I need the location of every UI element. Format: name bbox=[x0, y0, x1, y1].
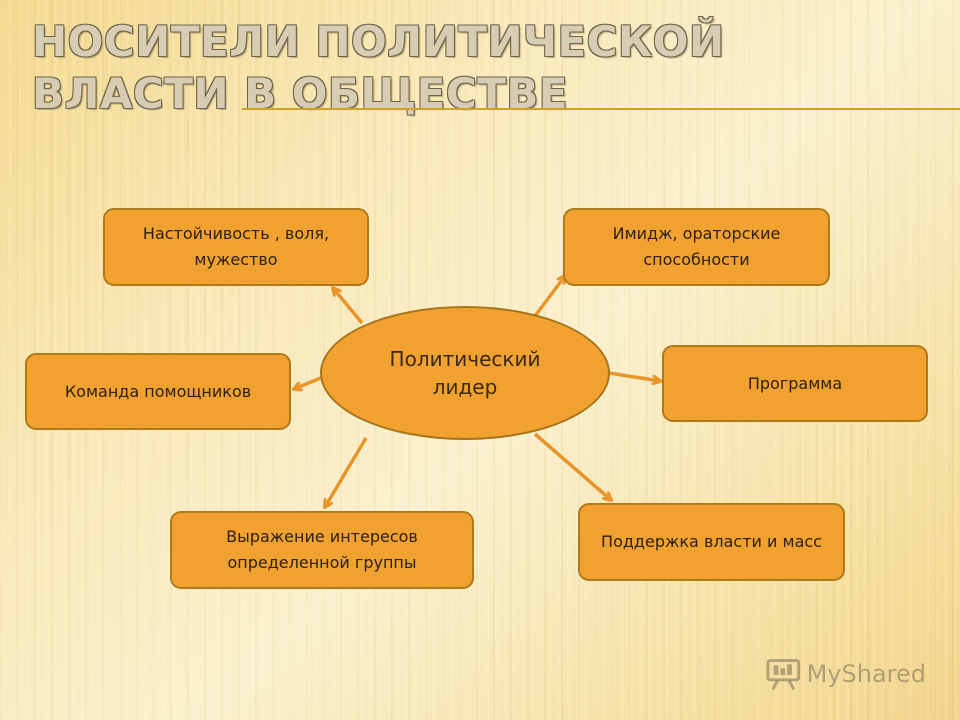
center-node-political-leader: Политический лидер bbox=[320, 306, 610, 440]
arrow-to-team bbox=[294, 375, 324, 389]
slide-title: НОСИТЕЛИ ПОЛИТИЧЕСКОЙ ВЛАСТИ В ОБЩЕСТВЕ bbox=[32, 17, 725, 118]
node-label-team: Команда помощников bbox=[64, 381, 252, 401]
arrow-to-image bbox=[533, 276, 565, 318]
node-label-interest: Выражение интересов определенной группы bbox=[226, 527, 418, 572]
arrow-to-program bbox=[608, 371, 660, 381]
node-program: Программа bbox=[662, 345, 928, 422]
node-group-interests: Выражение интересов определенной группы bbox=[170, 511, 474, 589]
myshared-watermark: MyShared bbox=[766, 652, 926, 696]
node-label-will: Настойчивость , воля, мужество bbox=[142, 224, 330, 269]
watermark-text: MyShared bbox=[806, 660, 926, 688]
node-label-support: Поддержка власти и масс bbox=[601, 532, 822, 551]
node-label-program: Программа bbox=[747, 373, 843, 393]
node-label-image: Имидж, ораторские способности bbox=[612, 224, 781, 269]
arrow-to-will bbox=[333, 288, 364, 325]
arrow-to-interest bbox=[325, 437, 368, 507]
arrow-to-support bbox=[533, 432, 611, 500]
title-underline bbox=[242, 108, 960, 110]
node-persistence-will-courage: Настойчивость , воля, мужество bbox=[103, 208, 369, 286]
node-support-of-power-and-masses: Поддержка власти и масс bbox=[578, 503, 845, 581]
node-team-of-assistants: Команда помощников bbox=[25, 353, 291, 430]
presentation-board-icon bbox=[766, 659, 801, 691]
node-image-oratory: Имидж, ораторские способности bbox=[563, 208, 830, 286]
center-node-label: Политический лидер bbox=[389, 347, 541, 399]
